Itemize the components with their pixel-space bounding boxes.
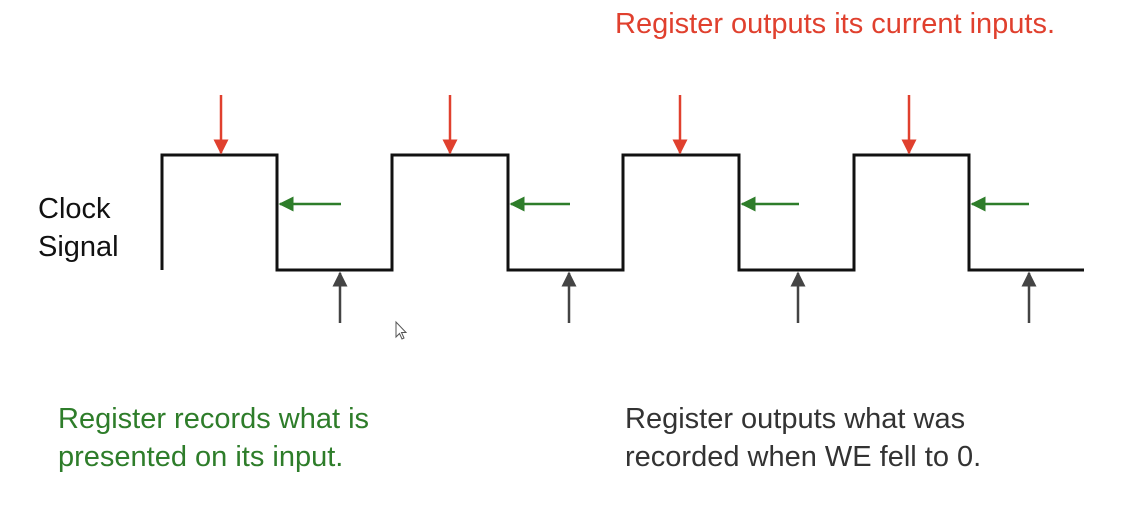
green-note-line2: presented on its input.: [58, 441, 344, 473]
recorded-output-note: Register outputs what was recorded when …: [625, 400, 981, 476]
records-input-note: Register records what is presented on it…: [58, 400, 369, 476]
current-inputs-note: Register outputs its current inputs.: [615, 8, 1056, 40]
green-note-line1: Register records what is: [58, 403, 370, 435]
clock-label-line2: Signal: [38, 231, 119, 263]
clock-label-line1: Clock: [38, 193, 111, 225]
gray-note-line2: recorded when WE fell to 0.: [625, 441, 982, 473]
mouse-cursor-icon: [395, 320, 408, 340]
clock-wave-line: [160, 153, 1084, 272]
clock-signal-label: Clock Signal: [38, 190, 119, 266]
gray-note-line1: Register outputs what was: [625, 403, 966, 435]
